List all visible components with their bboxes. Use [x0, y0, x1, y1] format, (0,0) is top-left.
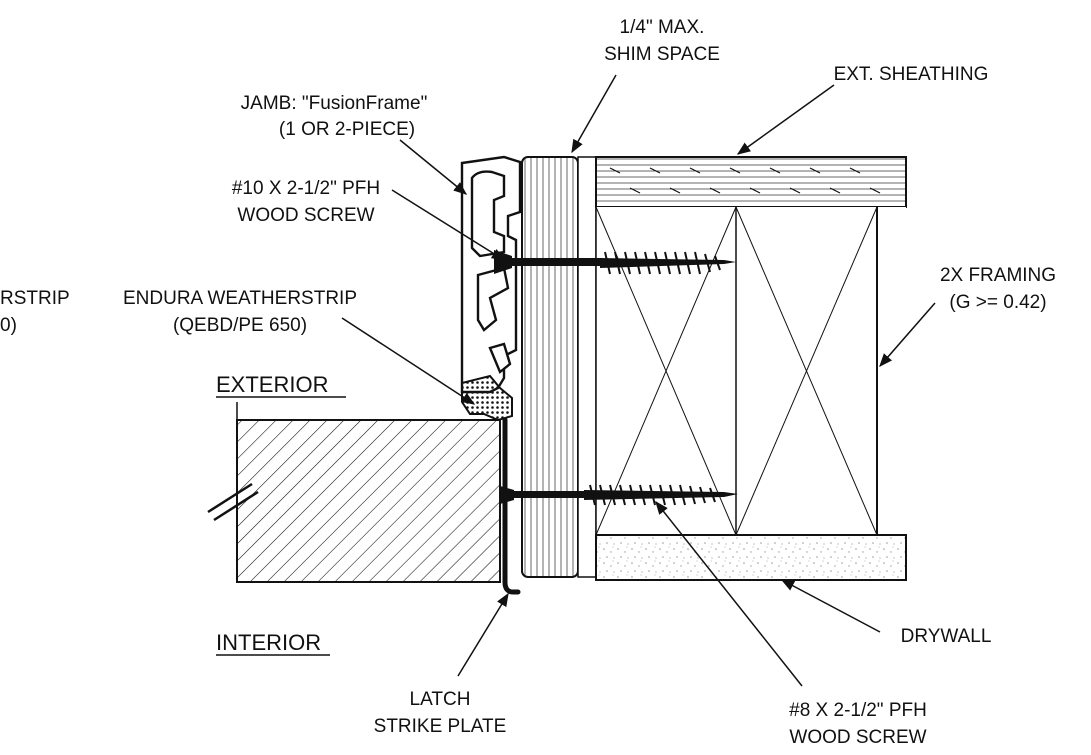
label-exterior: EXTERIOR: [216, 372, 328, 397]
screw-8-pfh: [500, 484, 738, 506]
shim-wood-block: [521, 156, 597, 578]
label-drywall: DRYWALL: [901, 626, 992, 647]
break-line-symbol: [207, 482, 259, 522]
leader-drywall: [780, 579, 881, 633]
leader-framing: [879, 302, 936, 368]
labels: 1/4" MAX. SHIM SPACE EXT. SHEATHING JAMB…: [0, 17, 1056, 748]
screw-10-pfh: [494, 250, 736, 275]
label-shim-line1: 1/4" MAX.: [620, 17, 705, 38]
exterior-sheathing-panel: [595, 156, 907, 208]
label-weatherstrip-cut: RSTRIP: [0, 288, 70, 309]
label-jamb-line1: JAMB: "FusionFrame": [241, 93, 428, 114]
leader-screw8: [655, 500, 803, 687]
leader-lines: [341, 74, 936, 687]
label-screw10-line2: WOOD SCREW: [237, 205, 374, 226]
label-latch-line2: STRIKE PLATE: [374, 716, 507, 737]
label-shim-line2: SHIM SPACE: [604, 44, 720, 65]
label-screw8-line2: WOOD SCREW: [789, 727, 926, 748]
label-interior: INTERIOR: [216, 630, 321, 655]
latch-strike-plate: [502, 417, 521, 595]
label-framing-line1: 2X FRAMING: [940, 265, 1056, 286]
label-latch-line1: LATCH: [410, 689, 471, 710]
label-screw8-line1: #8 X 2-1/2" PFH: [789, 700, 927, 721]
label-endura-line2: (QEBD/PE 650): [173, 315, 307, 336]
weatherstrip-bulb: [461, 374, 513, 422]
stud-framing: [595, 206, 906, 536]
leader-sheathing: [736, 84, 835, 155]
door-slab: [236, 402, 501, 583]
label-jamb-line2: (1 OR 2-PIECE): [279, 119, 415, 140]
leader-latch: [457, 592, 509, 677]
leader-screw10: [391, 189, 506, 261]
label-screw10-line1: #10 X 2-1/2" PFH: [232, 178, 380, 199]
label-framing-line2: (G >= 0.42): [949, 292, 1046, 313]
leader-shim: [571, 74, 617, 154]
leader-jamb: [399, 139, 468, 195]
label-endura-line1: ENDURA WEATHERSTRIP: [123, 288, 357, 309]
drywall-panel: [595, 534, 907, 581]
leader-weatherstrip: [341, 317, 476, 405]
label-ext-sheathing: EXT. SHEATHING: [834, 64, 989, 85]
label-weatherstrip-cut2: 0): [0, 315, 17, 336]
jamb-profile: [460, 155, 522, 394]
